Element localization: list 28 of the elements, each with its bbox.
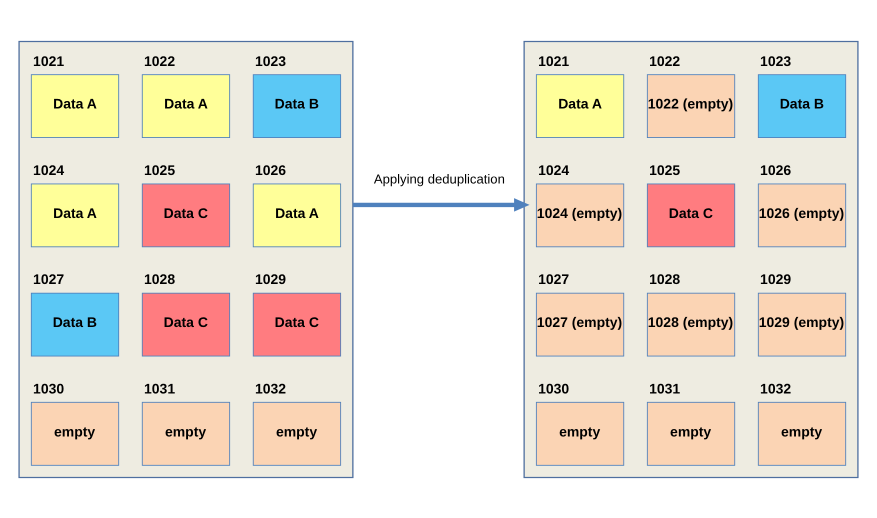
node-label: 1024 [33, 162, 64, 178]
node-label: 1026 [255, 162, 286, 178]
node-label: 1027 [33, 270, 64, 287]
node-label: 1023 [255, 52, 286, 68]
node-label: 1025 [649, 162, 680, 178]
node-label: 1028 [649, 270, 680, 287]
node-label: 1025 [144, 162, 176, 178]
node-label: 1032 [760, 380, 792, 396]
node-label: 1032 [255, 380, 286, 396]
edge-label: Applying deduplication [374, 170, 505, 186]
node-label: 1022 [144, 52, 176, 68]
node-label: 1024 [538, 162, 570, 178]
node-label: 1023 [760, 52, 792, 68]
cluster [18, 40, 354, 478]
node-label: 1030 [538, 380, 570, 396]
cluster [523, 40, 859, 478]
node-label: 1022 [649, 52, 680, 68]
node-label: 1030 [33, 380, 64, 396]
node-label: 1027 [538, 270, 570, 287]
node-label: 1021 [538, 52, 570, 68]
node-label: 1029 [760, 270, 792, 287]
arrow [352, 198, 530, 212]
node-label: 1028 [144, 270, 176, 287]
node-label: 1026 [760, 162, 792, 178]
node-label: 1031 [144, 380, 176, 396]
node-label: 1029 [255, 270, 286, 287]
node-label: 1031 [649, 380, 680, 396]
node-label: 1021 [33, 52, 64, 68]
